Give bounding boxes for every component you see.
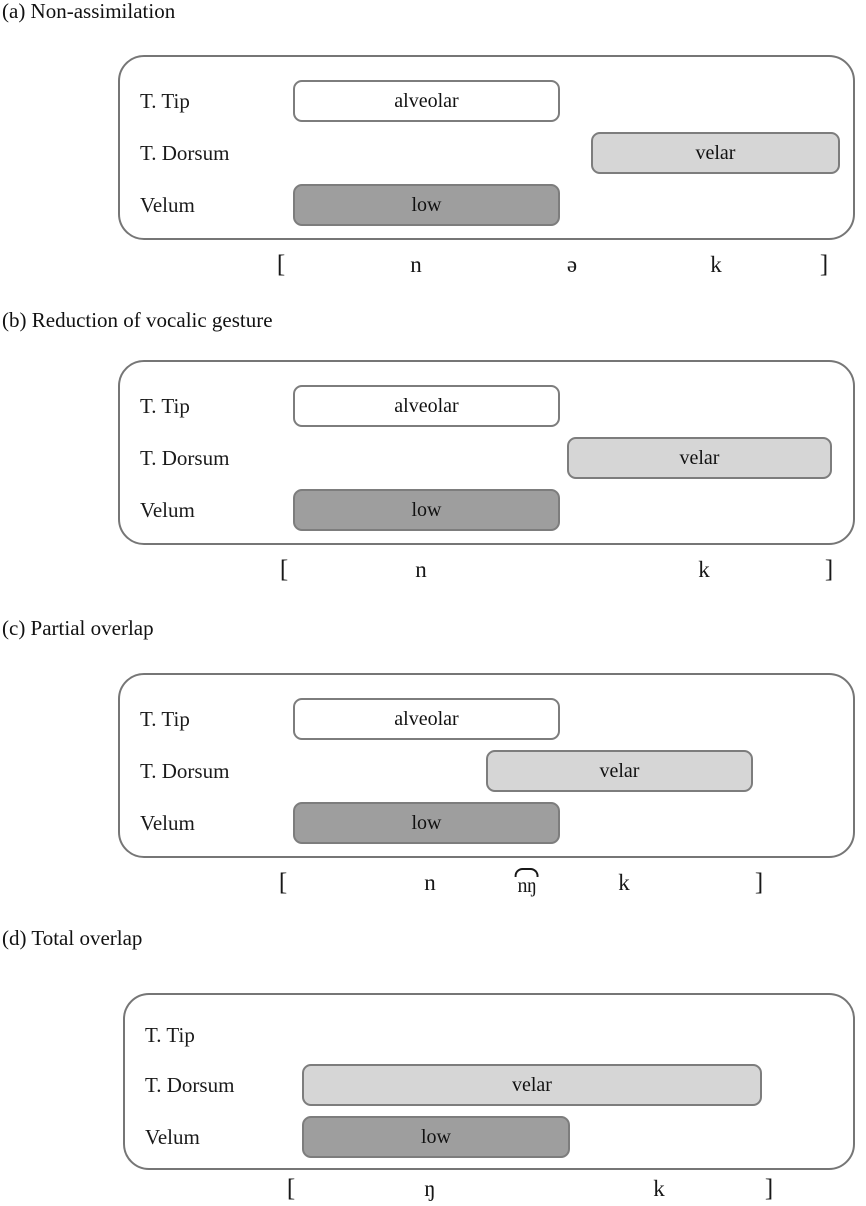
tier-row: T. Dorsum velar (120, 127, 853, 179)
tier-label: Velum (140, 193, 195, 217)
ipa-symbol-label: nŋ (517, 875, 537, 897)
ipa-symbol: ] (764, 1175, 774, 1202)
ipa-transcription-d: [ ŋ k] (0, 1172, 866, 1206)
ipa-symbol: n (424, 870, 436, 895)
panel-caption-c: (c) Partial overlap (2, 616, 154, 640)
panel-caption-d: (d) Total overlap (2, 926, 143, 950)
ipa-symbol: ŋ (424, 1176, 436, 1201)
ipa-symbol: [ (276, 251, 286, 278)
gesture-bar-velar: velar (567, 437, 832, 479)
ipa-symbol: k (698, 557, 710, 582)
panel-caption-b: (b) Reduction of vocalic gesture (2, 308, 273, 332)
tier-row: Velum low (120, 179, 853, 231)
panel-caption-a: (a) Non-assimilation (2, 0, 176, 23)
tier-label: T. Dorsum (140, 141, 230, 165)
ipa-symbol: ə (566, 252, 578, 277)
ipa-symbol: [ (279, 556, 289, 583)
tier-row: Velum low (120, 484, 853, 536)
gesture-bar-alveolar: alveolar (293, 385, 560, 427)
tier-label: T. Tip (140, 89, 190, 113)
ipa-symbol: n (415, 557, 427, 582)
tier-label: T. Dorsum (145, 1073, 235, 1097)
tier-label: T. Tip (140, 707, 190, 731)
tier-row: T. Dorsum velar (120, 745, 853, 797)
gesture-bar-low: low (302, 1116, 570, 1158)
ipa-symbol: ] (754, 869, 764, 896)
gesture-bar-velar: velar (486, 750, 753, 792)
ipa-symbol: n (410, 252, 422, 277)
gesture-bar-velar: velar (591, 132, 840, 174)
tier-row: T. Tip alveolar (120, 693, 853, 745)
gesture-bar-velar: velar (302, 1064, 762, 1106)
tier-label: Velum (140, 498, 195, 522)
tier-row: T. Tip alveolar (120, 75, 853, 127)
ipa-symbol: [ (286, 1175, 296, 1202)
tier-row: T. Dorsum velar (120, 432, 853, 484)
tier-label: T. Tip (140, 394, 190, 418)
ipa-symbol: [ (278, 869, 288, 896)
tier-label: T. Dorsum (140, 759, 230, 783)
gesture-bar-low: low (293, 802, 560, 844)
ipa-symbol: k (710, 252, 722, 277)
gesture-bar-low: low (293, 489, 560, 531)
ipa-symbol: k (653, 1176, 665, 1201)
tier-row: T. Tip alveolar (120, 380, 853, 432)
ipa-transcription-a: [ n ə k] (0, 248, 866, 282)
tier-label: T. Dorsum (140, 446, 230, 470)
ipa-symbol: ] (824, 556, 834, 583)
tier-label: Velum (140, 811, 195, 835)
gesture-bar-alveolar: alveolar (293, 698, 560, 740)
tier-row: T. Tip (125, 1009, 853, 1061)
tier-row: Velum low (125, 1111, 853, 1163)
tie-bar-icon (515, 868, 539, 877)
tier-row: T. Dorsum velar (125, 1059, 853, 1111)
gesture-bar-low: low (293, 184, 560, 226)
tier-label: Velum (145, 1125, 200, 1149)
ipa-symbol: k (618, 870, 630, 895)
ipa-symbol: ] (819, 251, 829, 278)
tier-label: T. Tip (145, 1023, 195, 1047)
ipa-symbol-tiebar: nŋ (515, 866, 539, 900)
gesture-bar-alveolar: alveolar (293, 80, 560, 122)
ipa-transcription-c: [ n nŋ k] (0, 866, 866, 900)
ipa-transcription-b: [ n k] (0, 553, 866, 587)
tier-row: Velum low (120, 797, 853, 849)
